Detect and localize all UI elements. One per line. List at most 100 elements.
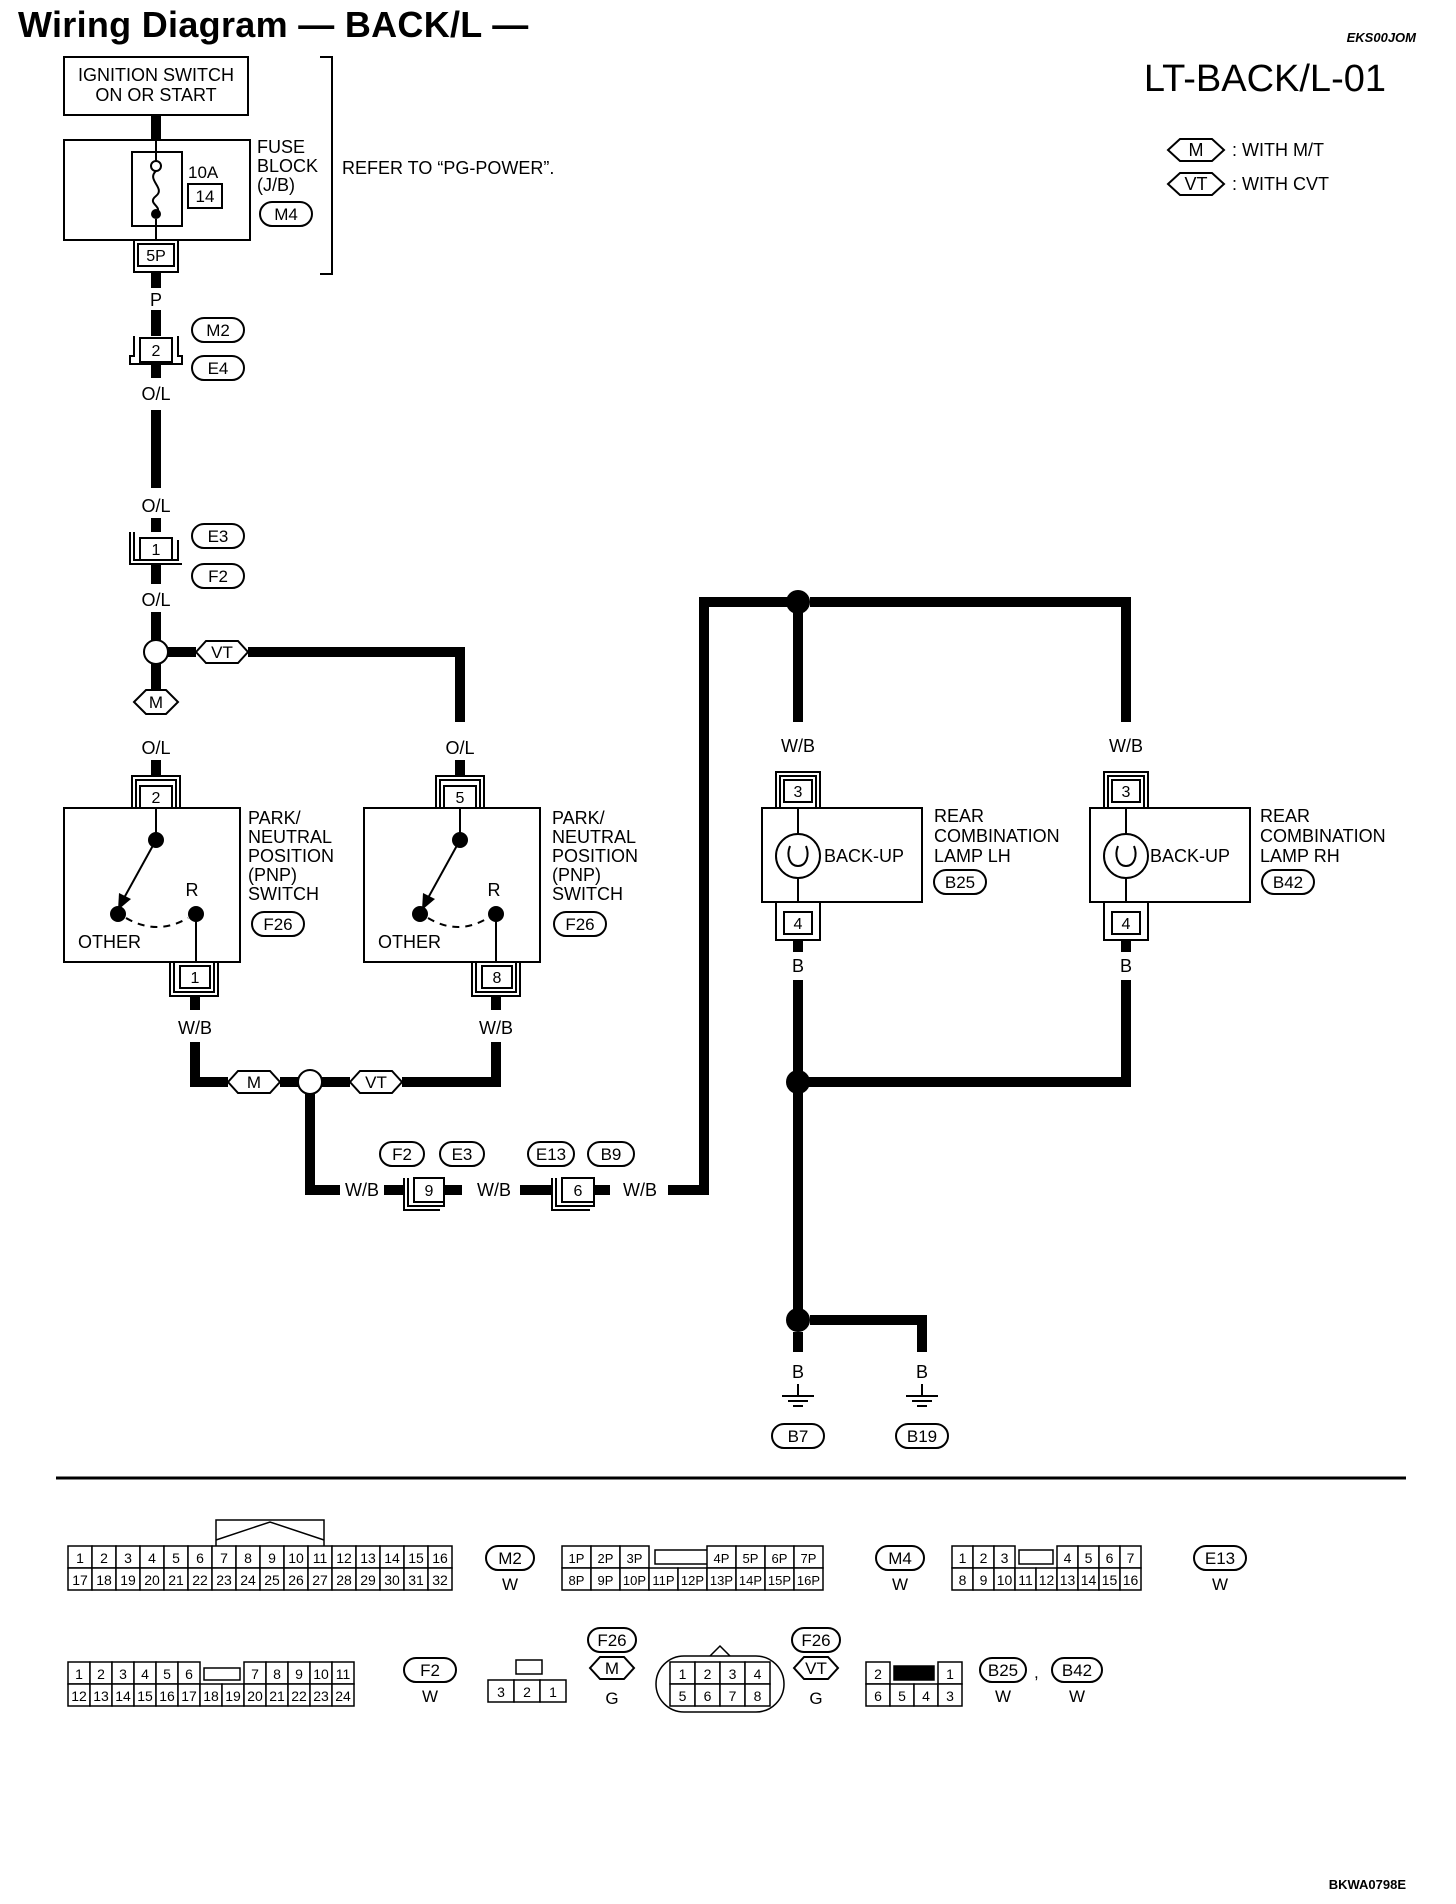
f2-id: [403, 1657, 457, 1683]
f2-pin-label: 5: [163, 1666, 171, 1682]
m4-id: [875, 1545, 925, 1571]
svg-text:O/L: O/L: [141, 384, 170, 404]
svg-text:BLOCK: BLOCK: [257, 156, 318, 176]
svg-text:1: 1: [152, 542, 161, 559]
f2-pin-label: 10: [313, 1666, 329, 1682]
m2-pin-label: 32: [432, 1572, 448, 1588]
m4-pin-label: 10P: [623, 1573, 646, 1588]
m2-color: W: [502, 1575, 518, 1594]
e13-pin: [1119, 1567, 1142, 1591]
connector-e3-f2: 1 E3 F2: [129, 523, 245, 589]
svg-text:R: R: [186, 880, 199, 900]
m4-pin-label: 2P: [598, 1551, 614, 1566]
b25-pin-label: 5: [898, 1688, 906, 1704]
m2-pin-label: 6: [196, 1550, 204, 1566]
bulb-icon: [1103, 833, 1149, 879]
svg-text:W/B: W/B: [345, 1180, 379, 1200]
f26vt-color: G: [809, 1689, 822, 1708]
svg-text:9: 9: [425, 1183, 434, 1200]
svg-text:PARK/: PARK/: [248, 808, 301, 828]
f2-pin-label: 20: [247, 1688, 263, 1704]
e13-pin-label: 5: [1085, 1550, 1093, 1566]
svg-text:B: B: [792, 1362, 804, 1382]
b25-id-label: B25: [988, 1661, 1018, 1680]
legend-vt-tag: [1166, 172, 1226, 196]
f2-pin-label: 21: [269, 1688, 285, 1704]
b42-color: W: [1069, 1687, 1085, 1706]
m4-color: W: [892, 1575, 908, 1594]
splice-node: [297, 1069, 323, 1095]
m2-pin-label: 27: [312, 1572, 328, 1588]
f2-pin-label: 16: [159, 1688, 175, 1704]
fuse-icon: [151, 170, 160, 215]
svg-text:POSITION: POSITION: [552, 846, 638, 866]
svg-text:POSITION: POSITION: [248, 846, 334, 866]
svg-text:2: 2: [152, 343, 161, 360]
m2-pin-label: 11: [313, 1550, 328, 1566]
m2-pin: [427, 1567, 453, 1591]
svg-text:(J/B): (J/B): [257, 175, 295, 195]
m2-pin-label: 17: [72, 1572, 88, 1588]
f2-pin: [331, 1683, 355, 1707]
m4-pin-label: 12P: [681, 1573, 704, 1588]
svg-text:B42: B42: [1273, 873, 1303, 892]
svg-text:M4: M4: [274, 205, 298, 224]
wire-p: P: [150, 290, 162, 310]
f2-pin-label: 22: [291, 1688, 307, 1704]
svg-text:(PNP): (PNP): [248, 865, 297, 885]
f26vt-pin-label: 5: [679, 1688, 687, 1704]
m4-pin-label: 11P: [652, 1573, 674, 1588]
lamp-rh: 3 BACK-UP 4 REAR COMBINATION LAMP RH B42: [1089, 771, 1386, 941]
legend-m-tag: [1166, 138, 1226, 162]
f26vt-tag: [792, 1656, 840, 1680]
svg-text:3: 3: [794, 784, 803, 801]
f26vt-id-label: F26: [801, 1631, 830, 1650]
f2-pin-label: 19: [225, 1688, 241, 1704]
f26m-pin-label: 2: [523, 1684, 531, 1700]
svg-text:R: R: [488, 880, 501, 900]
m2-pin-label: 23: [216, 1572, 232, 1588]
e13-key: [1018, 1549, 1054, 1565]
svg-text:COMBINATION: COMBINATION: [934, 826, 1060, 846]
m4-pin-label: 5P: [743, 1551, 759, 1566]
svg-text:E3: E3: [452, 1145, 473, 1164]
f26m-id-label: F26: [597, 1631, 626, 1650]
f26m-color: G: [605, 1689, 618, 1708]
svg-text:LAMP LH: LAMP LH: [934, 846, 1011, 866]
f2-pin-label: 18: [203, 1688, 219, 1704]
f26m-pin: [539, 1679, 567, 1703]
page-id: LT-BACK/L-01: [1143, 58, 1386, 100]
ground-b7: B7: [771, 1384, 825, 1449]
ignition-switch: IGNITION SWITCH ON OR START: [63, 56, 249, 116]
f26m-pin-label: 3: [497, 1684, 505, 1700]
f26m-tag-label: M: [605, 1659, 619, 1678]
m4-pin-label: 7P: [801, 1551, 817, 1566]
f2-pin-label: 2: [97, 1666, 105, 1682]
connector-5p: 5P: [133, 240, 179, 273]
connector-m2-e4: 2 M2 E4: [129, 317, 245, 381]
svg-text:3: 3: [1122, 784, 1131, 801]
b25-color: W: [995, 1687, 1011, 1706]
b25-key: [893, 1665, 935, 1681]
svg-text:REAR: REAR: [1260, 806, 1310, 826]
m2-pin-label: 10: [288, 1550, 304, 1566]
svg-text:O/L: O/L: [141, 496, 170, 516]
m2-pin-label: 22: [192, 1572, 208, 1588]
svg-text:BACK-UP: BACK-UP: [1150, 846, 1230, 866]
connector-f2-e3: 9 F2 E3: [379, 1141, 485, 1211]
svg-text:6: 6: [574, 1183, 583, 1200]
svg-text:PARK/: PARK/: [552, 808, 605, 828]
svg-text:E3: E3: [208, 527, 229, 546]
f2-pin-label: 1: [75, 1666, 83, 1682]
m4-pin-label: 4P: [714, 1551, 730, 1566]
m2-pin-label: 16: [432, 1550, 448, 1566]
legend: M : WITH M/T VT : WITH CVT: [1166, 138, 1329, 196]
f2-pin-label: 23: [313, 1688, 329, 1704]
m2-pin-label: 4: [148, 1550, 156, 1566]
f26vt-tag-label: VT: [805, 1659, 827, 1678]
m4-id-label: M4: [888, 1549, 912, 1568]
f2-pin-label: 14: [115, 1688, 131, 1704]
f26vt-pin-label: 4: [754, 1666, 762, 1682]
f2-key: [203, 1667, 241, 1681]
m4-pin-label: 15P: [768, 1573, 791, 1588]
